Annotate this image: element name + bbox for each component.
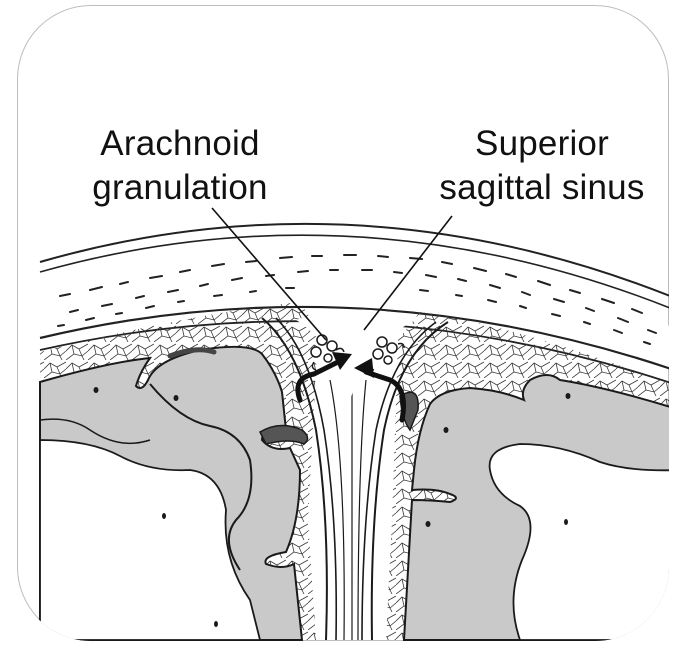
label-arachnoid-line1: Arachnoid bbox=[62, 122, 298, 166]
label-arachnoid-line2: granulation bbox=[62, 166, 298, 210]
label-sinus-line1: Superior bbox=[418, 122, 666, 166]
label-arachnoid-granulation: Arachnoid granulation bbox=[62, 122, 298, 210]
falx-central-fibers bbox=[330, 380, 366, 640]
label-superior-sagittal-sinus: Superior sagittal sinus bbox=[418, 122, 666, 210]
label-sinus-line2: sagittal sinus bbox=[418, 166, 666, 210]
